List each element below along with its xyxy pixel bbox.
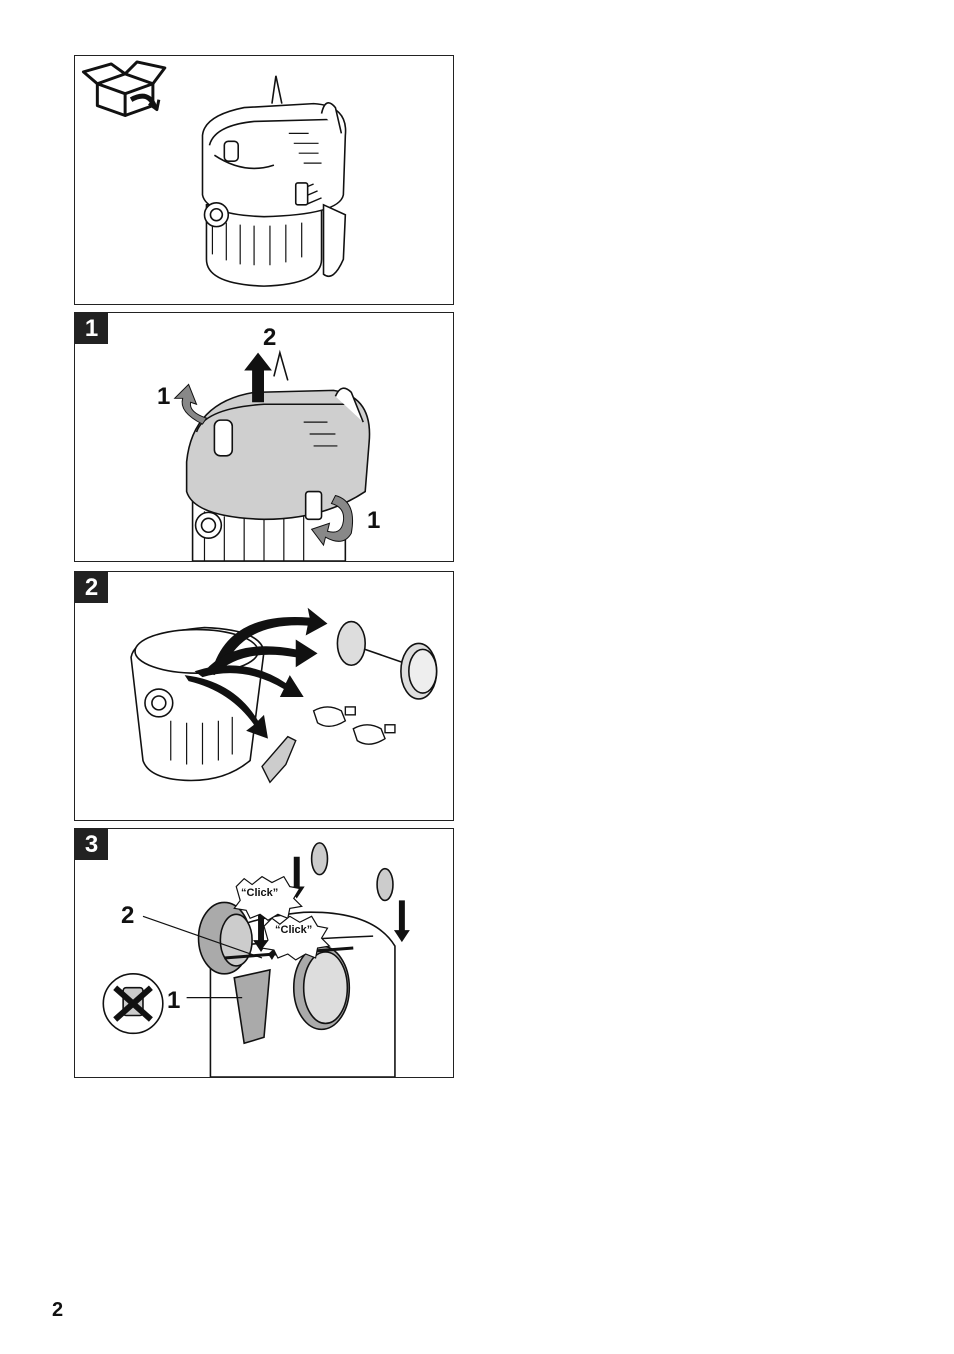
callout-2: 2 bbox=[263, 324, 276, 352]
no-screw-icon bbox=[103, 974, 163, 1034]
open-box-icon bbox=[83, 62, 164, 116]
click-label-2: “Click” bbox=[275, 924, 312, 936]
step-number-badge: 3 bbox=[75, 829, 108, 860]
accessories-removal-illustration bbox=[75, 572, 453, 820]
step-1-panel: 1 2 1 1 bbox=[74, 312, 454, 562]
unpack-panel bbox=[74, 55, 454, 305]
callout-1-left: 1 bbox=[157, 383, 170, 411]
vacuum-illustration bbox=[75, 56, 453, 304]
rotate-arrow-icon bbox=[175, 384, 207, 424]
step-number-badge: 2 bbox=[75, 572, 108, 603]
step-number-badge: 1 bbox=[75, 313, 108, 344]
step-3-panel: 3 2 1 “Click” “Click” bbox=[74, 828, 454, 1078]
callout-1-right: 1 bbox=[367, 507, 380, 535]
step-2-panel: 2 bbox=[74, 571, 454, 821]
castor-installation-illustration bbox=[75, 829, 453, 1077]
callout-2: 2 bbox=[121, 902, 134, 930]
click-label-1: “Click” bbox=[241, 887, 278, 899]
callout-1: 1 bbox=[167, 987, 180, 1015]
page-number: 2 bbox=[52, 1299, 63, 1322]
